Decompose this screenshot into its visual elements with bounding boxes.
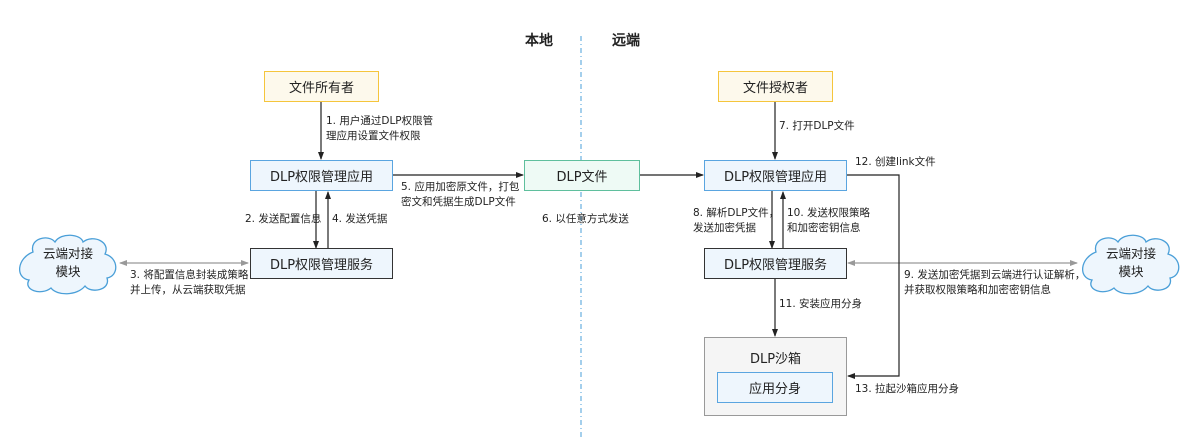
step1-label: 1. 用户通过DLP权限管 理应用设置文件权限 (326, 115, 434, 142)
heading-local: 本地 (525, 33, 553, 49)
cloud-local-label: 云端对接 模块 (42, 246, 93, 279)
step10-label: 10. 发送权限策略 和加密密钥信息 (787, 207, 871, 234)
step8-label: 8. 解析DLP文件， 发送加密凭据 (693, 207, 780, 234)
arrow-step12-13 (847, 174, 900, 379)
app-clone-node: 应用分身 (717, 372, 833, 403)
step3-label: 3. 将配置信息封装成策略 并上传，从云端获取凭据 (130, 269, 249, 296)
step5-label: 5. 应用加密原文件，打包 密文和凭据生成DLP文件 (401, 181, 520, 208)
step4-label: 4. 发送凭据 (332, 213, 388, 225)
step13-label: 13. 拉起沙箱应用分身 (855, 383, 960, 395)
step12-label: 12. 创建link文件 (855, 156, 936, 168)
dlp-service-remote-node: DLP权限管理服务 (704, 248, 847, 279)
cloud-local-icon (19, 234, 117, 295)
step9-label: 9. 发送加密凭据到云端进行认证解析， 并获取权限策略和加密密钥信息 (904, 269, 1086, 296)
cloud-remote-icon (1082, 234, 1180, 295)
step6-label: 6. 以任意方式发送 (542, 213, 629, 225)
dlp-sandbox-node: DLP沙箱 应用分身 (704, 337, 847, 416)
file-owner-node: 文件所有者 (264, 71, 379, 102)
dlp-service-local-node: DLP权限管理服务 (250, 248, 393, 279)
dlp-file-node: DLP文件 (524, 160, 640, 191)
step2-label: 2. 发送配置信息 (245, 213, 322, 225)
sandbox-label: DLP沙箱 (749, 352, 802, 367)
file-grantee-node: 文件授权者 (718, 71, 833, 102)
step11-label: 11. 安装应用分身 (779, 298, 863, 310)
dlp-app-remote-node: DLP权限管理应用 (704, 160, 847, 191)
heading-remote: 远端 (612, 33, 640, 49)
dlp-app-local-node: DLP权限管理应用 (250, 160, 393, 191)
step7-label: 7. 打开DLP文件 (779, 120, 855, 132)
cloud-remote-label: 云端对接 模块 (1105, 246, 1156, 279)
